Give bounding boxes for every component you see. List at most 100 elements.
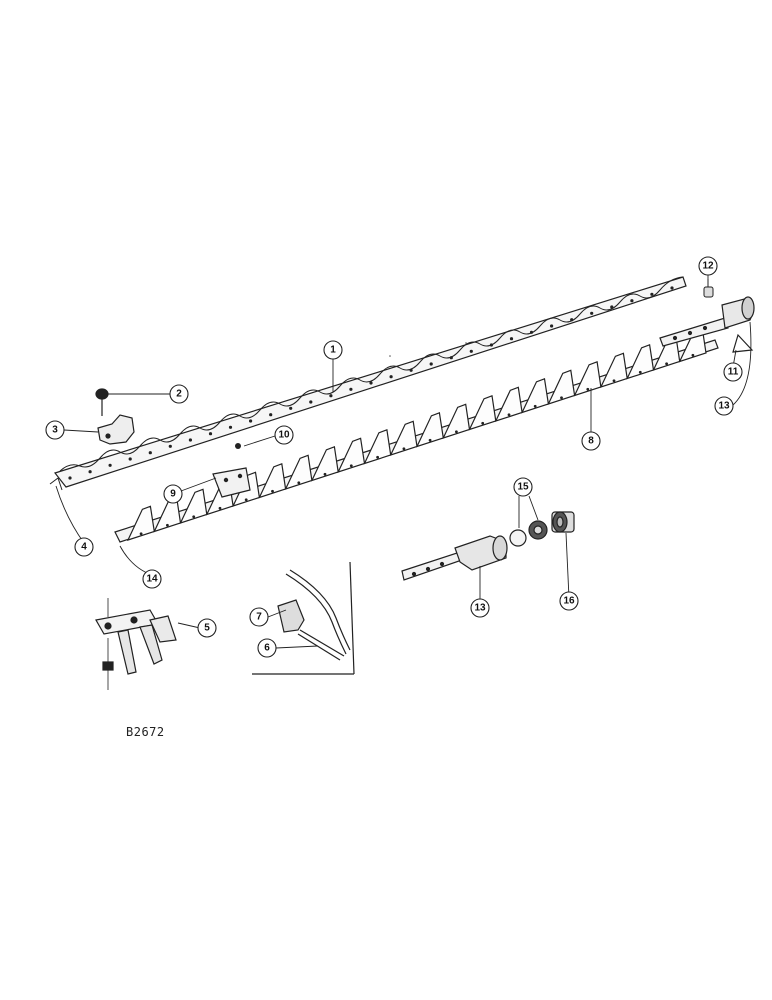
knife-section	[363, 428, 392, 465]
guard-bar-hole	[389, 375, 393, 379]
knife-rivet	[271, 489, 274, 493]
knife-rivet	[507, 413, 511, 417]
guard-bar-hole	[550, 324, 554, 328]
svg-text:10: 10	[278, 430, 290, 441]
knife-section	[389, 420, 418, 456]
guard-bar-hole	[570, 318, 574, 322]
knife-rivet	[218, 506, 222, 510]
guard-bar-hole	[489, 343, 493, 347]
knife-rivet	[166, 523, 169, 527]
guard-bar-hole	[168, 444, 172, 448]
svg-text:3: 3	[52, 425, 58, 436]
knife-section	[626, 343, 655, 380]
knife-rivet	[533, 404, 537, 408]
hold-down-clip	[95, 388, 135, 445]
guard-bar-hole	[208, 432, 213, 436]
callout-5: 5	[197, 618, 217, 638]
knife-rivet	[612, 379, 616, 383]
guard-bar-hole	[108, 463, 112, 467]
knife-section	[310, 445, 339, 482]
guard-bar-hole	[128, 457, 132, 461]
svg-text:12: 12	[702, 261, 714, 272]
knife-section	[520, 377, 550, 414]
svg-text:15: 15	[517, 482, 529, 493]
knife-section	[599, 352, 628, 388]
callout-13-upper: 13	[714, 396, 734, 416]
bolt-12	[703, 279, 714, 298]
knife-section	[258, 462, 287, 499]
guard-bar-hole	[309, 400, 313, 404]
callout-11: 11	[723, 362, 743, 382]
guard-bar-hole	[88, 470, 92, 474]
print-specks	[389, 342, 467, 357]
knife-section	[337, 437, 366, 473]
svg-text:16: 16	[563, 596, 575, 607]
knife-rivet	[586, 387, 590, 391]
guard-bar-end	[49, 477, 63, 491]
guard-bar-hole	[590, 311, 594, 315]
guard-bar-hole	[449, 356, 453, 360]
guard-bar-hole	[670, 286, 674, 290]
pitman-head	[401, 535, 508, 581]
callout-8: 8	[581, 431, 601, 451]
knife-rivet	[297, 481, 301, 485]
knife-rivet	[376, 455, 379, 459]
guard-bar-hole	[188, 438, 192, 442]
guard-bar-hole	[610, 305, 614, 309]
guard-bar-hole	[329, 394, 333, 398]
knife-section	[573, 360, 602, 397]
knife-section	[494, 386, 523, 422]
guard-bar-hole	[249, 419, 253, 423]
callout-7: 7	[249, 607, 269, 627]
callout-1: 1	[323, 340, 343, 360]
callout-3: 3	[45, 420, 65, 440]
knife-rivet	[560, 396, 563, 400]
svg-text:14: 14	[146, 574, 158, 585]
svg-text:1: 1	[330, 345, 336, 356]
callout-16: 16	[559, 591, 579, 611]
knife-section	[468, 394, 497, 431]
knife-rivet	[402, 447, 406, 451]
callout-10: 10	[274, 425, 294, 445]
ledger-detail	[252, 561, 355, 675]
guard-bar-hole	[529, 330, 534, 334]
callout-2: 2	[169, 384, 189, 404]
knife-rivet	[428, 438, 432, 442]
svg-text:8: 8	[588, 436, 594, 447]
guard-bar	[53, 276, 687, 488]
guard-bar-hole	[369, 381, 373, 385]
knife-rivet	[455, 430, 458, 434]
knife-rivet	[691, 353, 695, 357]
callout-13-lower: 13	[470, 598, 490, 618]
guard-bar-hole	[148, 451, 152, 455]
guard-bar-hole	[68, 476, 72, 480]
callouts: 1 2 3 4 5 6 7 8 9 10 11 12 13 14 13 15 1…	[45, 256, 743, 658]
knife-rivet	[638, 370, 642, 374]
wear-plate	[212, 467, 251, 498]
knife-rivet	[323, 472, 327, 476]
knife-rivet	[139, 532, 143, 536]
guard-bar-hole	[469, 349, 473, 353]
knife-section	[284, 454, 313, 490]
guard-bar-hole	[409, 368, 413, 372]
figure-code: B2672	[126, 725, 165, 739]
knife-section	[442, 403, 471, 439]
guard-bar-hole	[509, 337, 514, 341]
bolt-10	[235, 443, 241, 449]
guard-bar-hole	[630, 299, 634, 303]
bearing-set	[509, 520, 548, 547]
callout-15: 15	[513, 477, 533, 497]
knife-section	[126, 505, 155, 541]
knife-rivet	[192, 515, 196, 519]
knife-assembly	[114, 326, 719, 543]
sickle-guard	[95, 598, 177, 690]
leader-lines	[55, 274, 752, 649]
callout-9: 9	[163, 484, 183, 504]
guard-bar-hole	[228, 425, 233, 429]
knife-rivet	[665, 362, 668, 366]
knife-rivet	[244, 498, 248, 502]
bushing	[551, 511, 575, 533]
svg-text:7: 7	[256, 612, 262, 623]
knife-section	[179, 488, 208, 524]
knife-section	[547, 369, 576, 405]
